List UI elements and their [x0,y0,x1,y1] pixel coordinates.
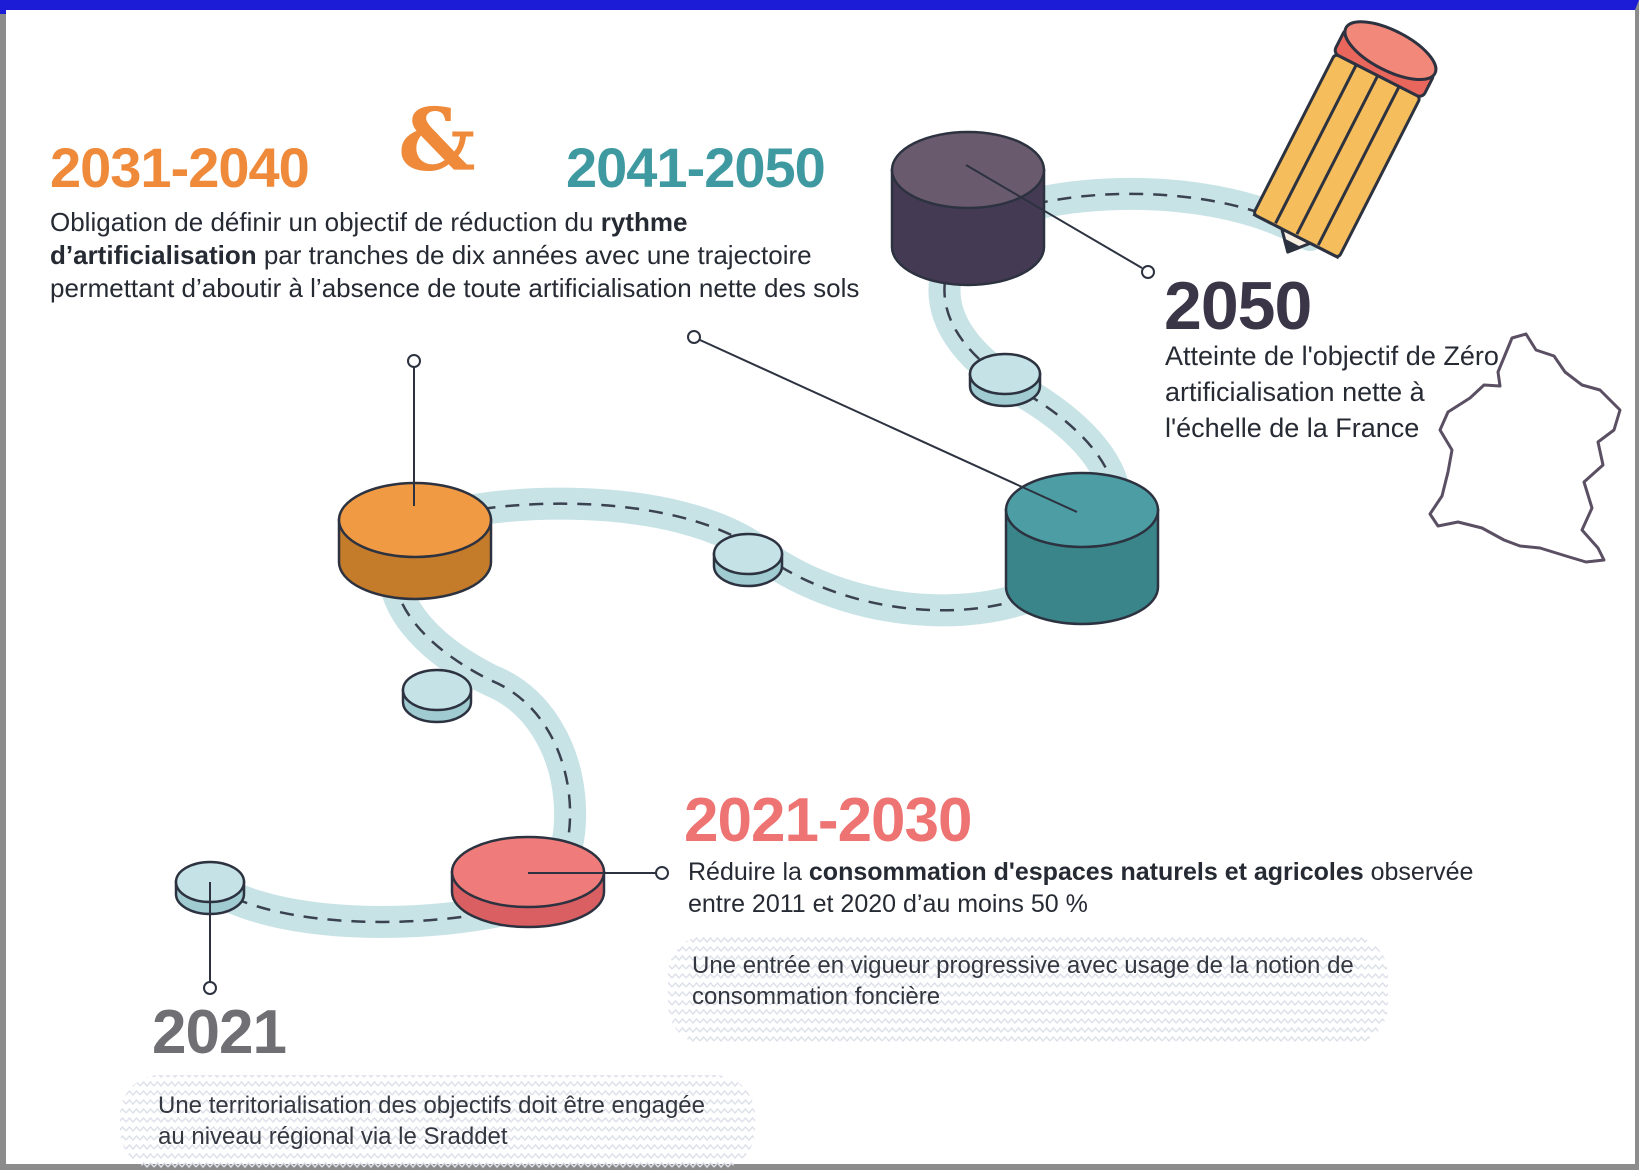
frame-corner [0,0,6,14]
year-2050: 2050 [1164,268,1312,344]
description-2021-2030: Réduire la consommation d'espaces nature… [688,856,1508,920]
description-2031-2050-bold: rythme d’artificialisation [50,207,688,270]
note-2021: Une territorialisation des objectifs doi… [158,1092,705,1150]
cylinder-2041-2050 [1004,471,1160,626]
description-2021-2030-bold: consommation d'espaces naturels et agric… [808,858,1364,886]
description-2031-2050-text-2: par tranches de dix années avec une traj… [50,240,860,303]
year-2021-2030: 2021-2030 [684,786,972,855]
year-2031-2040: 2031-2040 [50,136,310,199]
step-disc [968,352,1042,408]
description-2021-2030-text-2: observée entre 2011 et 2020 d’au moins 5… [688,858,1474,918]
step-disc [401,668,473,724]
description-2031-2050-text-1: Obligation de définir un objectif de réd… [50,207,601,237]
description-2021-2030-text-1: Réduire la [688,858,809,886]
year-2041-2050: 2041-2050 [566,136,826,199]
pencil-icon [1252,20,1438,260]
description-2050: Atteinte de l'objectif de Zéro artificia… [1165,341,1499,443]
note-2021-background [120,1075,755,1170]
year-2021: 2021 [152,998,287,1067]
cylinder-2021-2030 [450,835,606,929]
note-2021-2030: Une entrée en vigueur progressive avec u… [692,952,1354,1010]
france-map-outline [1428,332,1622,564]
cylinder-2031-2040 [337,481,493,601]
note-2021-2030-background [668,935,1388,1045]
cylinder-2050 [890,130,1046,287]
leader-lines [203,164,1155,995]
description-2031-2050: Obligation de définir un objectif de réd… [50,206,870,305]
step-disc [712,532,784,588]
ampersand: & [398,90,476,191]
